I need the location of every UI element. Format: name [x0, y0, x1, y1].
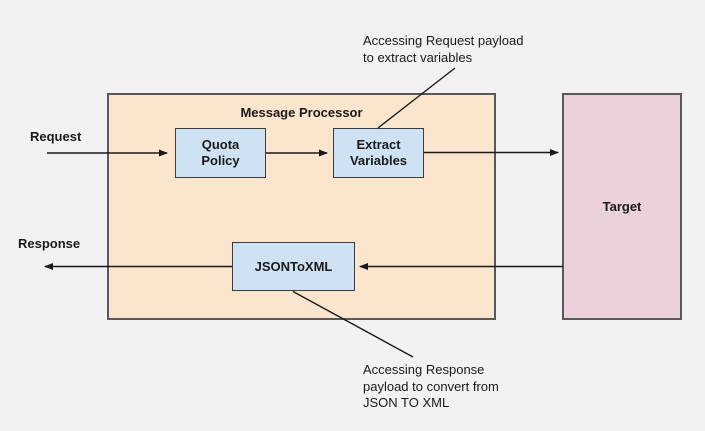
quota-policy-node: Quota Policy	[175, 128, 266, 178]
annotation-request-payload: Accessing Request payload to extract var…	[363, 33, 524, 65]
jsontoxml-node: JSONToXML	[232, 242, 355, 291]
target-node: Target	[562, 93, 682, 320]
annotation-response-payload: Accessing Response payload to convert fr…	[363, 362, 499, 410]
message-processor-title: Message Processor	[240, 105, 363, 120]
request-label: Request	[30, 129, 82, 144]
extract-variables-node: Extract Variables	[333, 128, 424, 178]
response-label: Response	[18, 236, 81, 251]
